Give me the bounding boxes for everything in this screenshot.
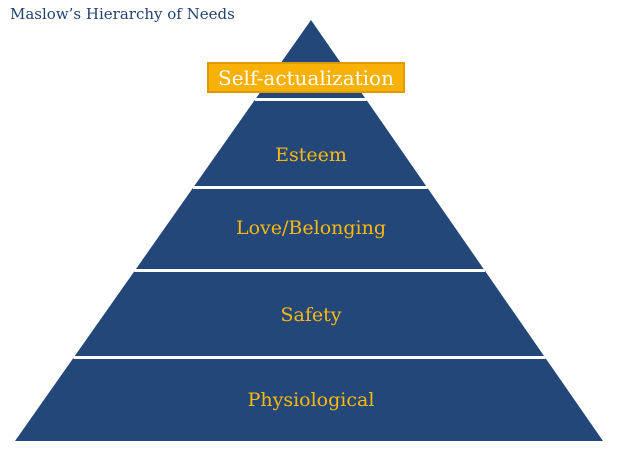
pyramid-shape bbox=[15, 20, 603, 441]
level-label-self-actualization: Self-actualization bbox=[218, 66, 394, 90]
level-label-physiological: Physiological bbox=[248, 389, 375, 411]
self-actualization-highlight-box bbox=[207, 62, 405, 93]
level-label-safety: Safety bbox=[281, 304, 342, 326]
diagram-title: Maslow’s Hierarchy of Needs bbox=[10, 5, 235, 23]
level-label-esteem: Esteem bbox=[275, 144, 347, 166]
level-label-love-belonging: Love/Belonging bbox=[236, 217, 386, 239]
